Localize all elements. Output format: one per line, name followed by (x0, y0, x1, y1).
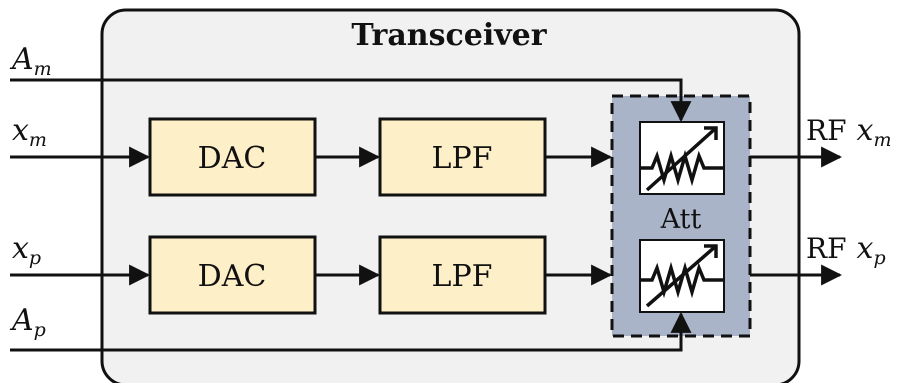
arrow-ap-control (10, 311, 692, 352)
attenuator-bottom (639, 239, 725, 313)
input-label-xm: xm (12, 113, 47, 151)
dac-top-label: DAC (198, 141, 267, 176)
input-label-xp: xp (12, 231, 41, 269)
arrow-am-control (10, 78, 692, 123)
input-label-ap: Ap (9, 303, 46, 341)
transceiver-title: Transceiver (351, 18, 547, 53)
dac-bottom-label: DAC (198, 259, 267, 294)
lpf-top-label: LPF (432, 141, 493, 176)
dac-bottom-block: DAC (148, 235, 317, 315)
dac-top-block: DAC (148, 117, 317, 197)
attenuator-label: Att (660, 204, 702, 235)
input-label-am: Am (9, 42, 52, 80)
variable-resistor-icon (640, 126, 724, 192)
lpf-bottom-block: LPF (378, 235, 547, 315)
attenuator-top (639, 121, 725, 195)
variable-resistor-icon (640, 244, 724, 308)
lpf-top-block: LPF (378, 117, 547, 197)
lpf-bottom-label: LPF (432, 259, 493, 294)
